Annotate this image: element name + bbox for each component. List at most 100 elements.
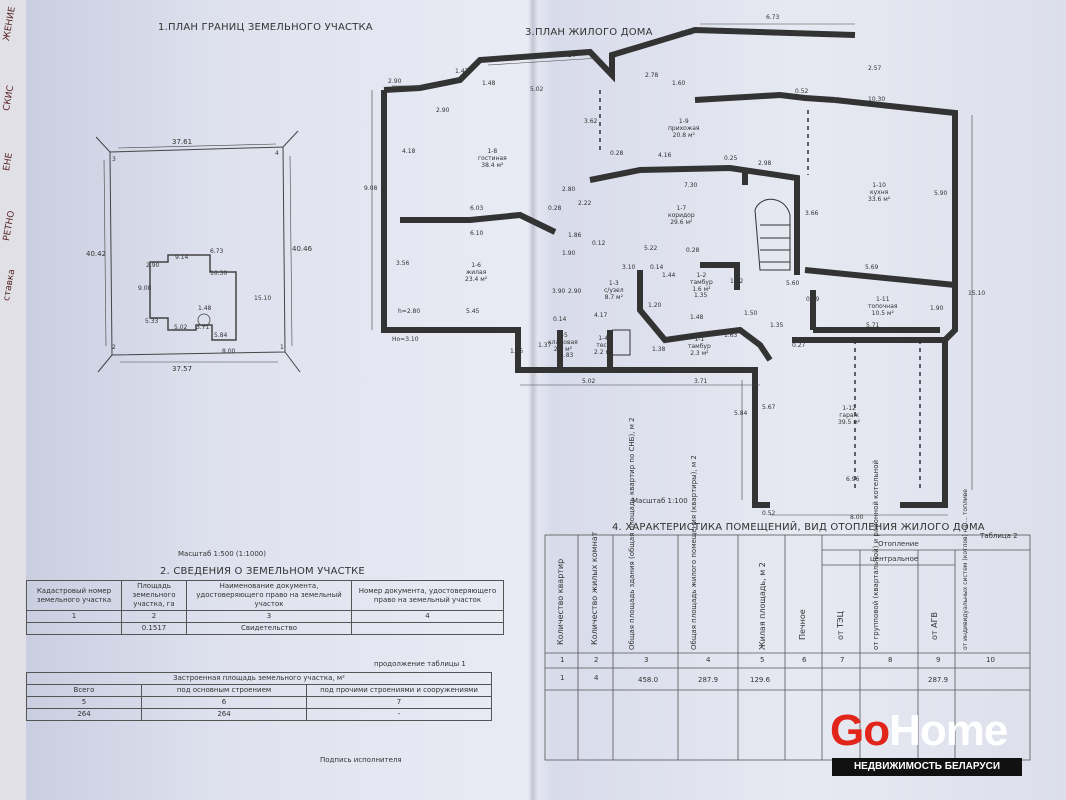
corner-label: 1 <box>280 344 284 351</box>
signature-label: Подпись исполнителя <box>320 756 402 764</box>
plan-dim: 10.30 <box>868 96 886 103</box>
continuation-label: продолжение таблицы 1 <box>374 660 466 668</box>
plan-dim: 1.63 <box>724 332 738 339</box>
col-num: 5 <box>26 696 142 709</box>
inner-dim: 5.33 <box>145 318 159 325</box>
plan-dim: 15.10 <box>968 290 986 297</box>
table-label: Таблица 2 <box>980 532 1018 540</box>
col-header: Жилая площадь, м 2 <box>758 562 767 650</box>
plan-dim: 3.71 <box>694 378 708 385</box>
plan-dim: 1.35 <box>694 292 708 299</box>
plan-dim: 1.44 <box>662 272 676 279</box>
plan-dim: 0.27 <box>792 342 806 349</box>
col-header: Общая площадь жилого помещения (квартиры… <box>690 455 698 650</box>
plan-dim: 6.03 <box>470 205 484 212</box>
plan-dim: 1.48 <box>482 80 496 87</box>
col-num: 3 <box>186 610 352 623</box>
col-num: 9 <box>936 656 941 664</box>
plan-dim: 2.80 <box>562 186 576 193</box>
col-header: Печное <box>798 609 807 640</box>
cell: 264 <box>141 708 307 721</box>
logo-wordmark: GoHome <box>830 706 1008 756</box>
plan-dim: 1.90 <box>562 250 576 257</box>
plan-dim: 9.08 <box>364 185 378 192</box>
inner-dim: 8.00 <box>222 348 236 355</box>
plan-dim: 3.10 <box>622 264 636 271</box>
staircase <box>612 198 791 356</box>
dim-right: 40.46 <box>292 245 313 253</box>
col-header: Всего <box>26 684 142 697</box>
dim-top: 37.61 <box>172 138 193 146</box>
col-header: Наименование документа, удостоверяющего … <box>186 580 352 611</box>
cell: 129.6 <box>750 676 771 684</box>
col-header: Количество жилых комнат <box>590 531 599 645</box>
col-header: под основным строением <box>141 684 307 697</box>
cell: Свидетельство <box>186 622 352 635</box>
plan-dim: 5.67 <box>762 404 776 411</box>
cell: 4 <box>594 674 599 682</box>
plan-dim: 1.52 <box>730 278 744 285</box>
inner-dim: 9.14 <box>175 254 189 261</box>
plan-dim: 4.16 <box>658 152 672 159</box>
land-info-table: Кадастровый номер земельного участка Пло… <box>26 580 504 635</box>
plan-dim: 3.66 <box>805 210 819 217</box>
plan-dim: 5.69 <box>865 264 879 271</box>
col-num: 5 <box>760 656 765 664</box>
col-num: 1 <box>26 610 122 623</box>
plan-dim: 9.14 <box>562 52 576 59</box>
adjacent-page-strip: ЖЕНИЕ СКИС ЕНЕ РЕТНО ставка <box>0 0 26 800</box>
page-fold <box>528 0 538 800</box>
inner-dim: 9.08 <box>138 285 152 292</box>
corner-label: 3 <box>112 156 116 163</box>
col-num: 7 <box>306 696 492 709</box>
plan-dim: 1.60 <box>672 80 686 87</box>
col-num: 4 <box>706 656 711 664</box>
plan-dim: 1.48 <box>690 314 704 321</box>
plan-dim: 5.60 <box>786 280 800 287</box>
plan-dim: 1.86 <box>568 232 582 239</box>
col-header: Номер документа, удостоверяющего право н… <box>351 580 504 611</box>
col-num: 10 <box>986 656 995 664</box>
col-num: 3 <box>644 656 649 664</box>
col-header: Кадастровый номер земельного участка <box>26 580 122 611</box>
house-scale: Масштаб 1:100 <box>632 497 688 505</box>
plan-dim: 1.50 <box>744 310 758 317</box>
cell <box>351 622 504 635</box>
plan-dim: 1.47 <box>455 68 469 75</box>
plan-dim: 0.25 <box>724 155 738 162</box>
cell: 264 <box>26 708 142 721</box>
cell <box>26 622 122 635</box>
plot-boundary <box>95 130 301 373</box>
plan-dim: 2.90 <box>568 288 582 295</box>
cell: 458.0 <box>638 676 659 684</box>
plan-dim: 1.20 <box>648 302 662 309</box>
plan-dim: 5.02 <box>582 378 596 385</box>
heating-label: Отопление <box>878 540 919 548</box>
plan-dim: 0.52 <box>795 88 809 95</box>
plan-dim: 5.45 <box>466 308 480 315</box>
plot-scale: Масштаб 1:500 (1:1000) <box>178 550 266 558</box>
built-area-table: Застроенная площадь земельного участка, … <box>26 672 492 721</box>
plan-dim: 2.22 <box>578 200 592 207</box>
plan-dim: 2.90 <box>388 78 402 85</box>
logo-tagline: НЕДВИЖИМОСТЬ БЕЛАРУСИ <box>832 758 1022 776</box>
plan-dim: 0.14 <box>650 264 664 271</box>
table-caption: Застроенная площадь земельного участка, … <box>26 672 492 685</box>
plan-dim: 2.78 <box>645 72 659 79</box>
plan-dim: 0.52 <box>762 510 776 517</box>
plan-dim: 1.38 <box>652 346 666 353</box>
plan-dim: 6.73 <box>766 14 780 21</box>
plan-dim: 0.12 <box>592 240 606 247</box>
land-info-title: 2. СВЕДЕНИЯ О ЗЕМЕЛЬНОМ УЧАСТКЕ <box>160 566 365 577</box>
plan-dim: 0.28 <box>686 247 700 254</box>
logo-go: Go <box>830 706 890 755</box>
plan-dim: 7.30 <box>684 182 698 189</box>
cell: 287.9 <box>698 676 719 684</box>
plan-dim: 0.29 <box>806 296 820 303</box>
